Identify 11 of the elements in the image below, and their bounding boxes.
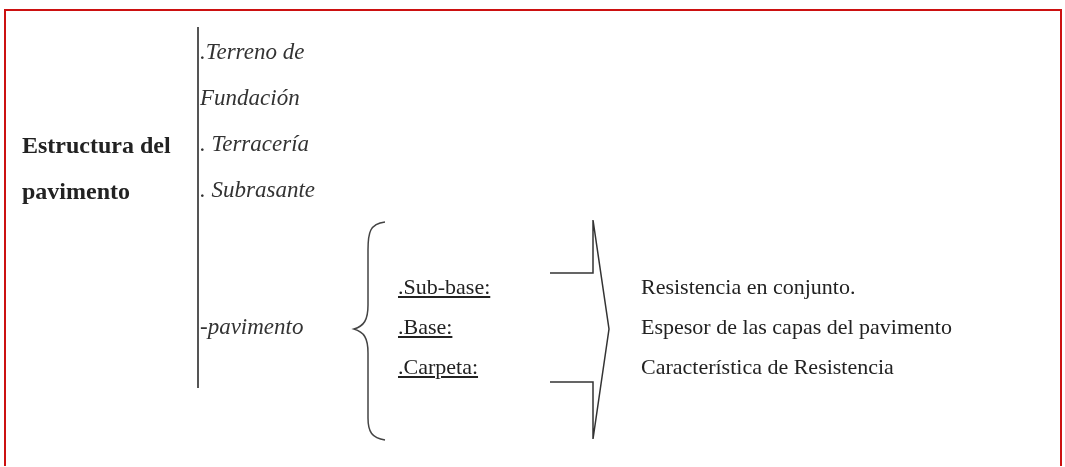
description-text: Característica de Resistencia — [641, 353, 894, 381]
layer-label: . Subrasante — [200, 176, 315, 204]
layer-label: .Sub-base: — [398, 273, 491, 301]
layer-label: .Terreno de Fundación — [200, 38, 306, 112]
description-text: Resistencia en conjunto. — [641, 273, 856, 301]
layer-label: .Carpeta: — [398, 353, 479, 381]
layer-label: -pavimento — [200, 313, 304, 341]
heading-text: Estructura del pavimento — [22, 131, 172, 206]
layer-label: .Base: — [398, 313, 453, 341]
description-text: Espesor de las capas del pavimento — [641, 313, 952, 341]
layer-label: . Terracería — [200, 130, 310, 158]
